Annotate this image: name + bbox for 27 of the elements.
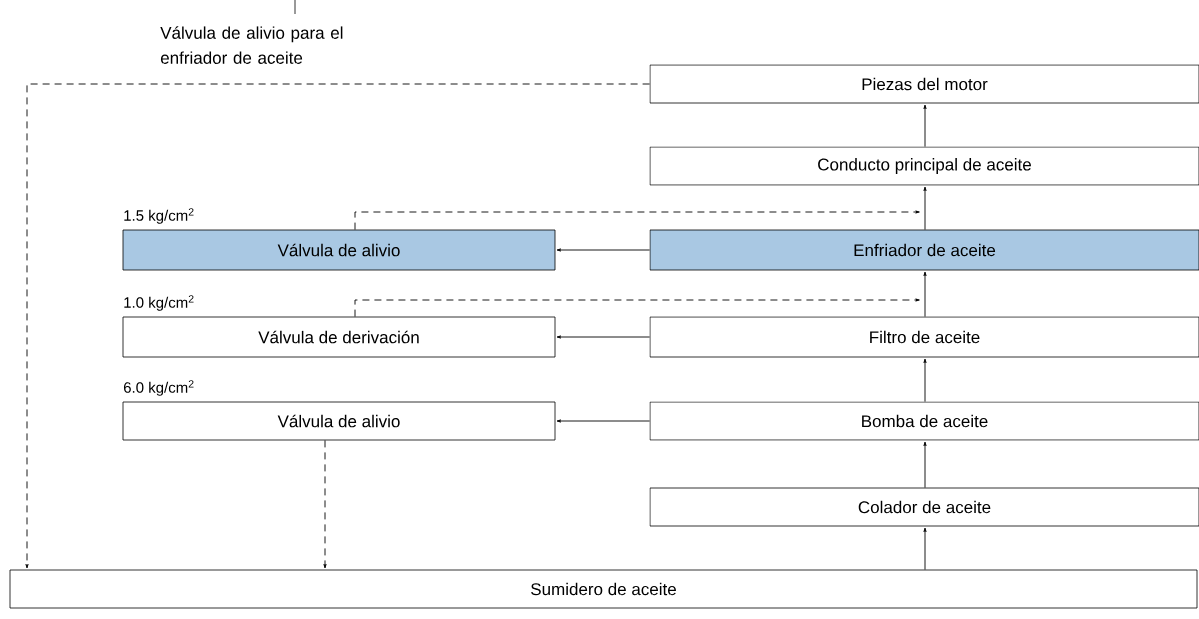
process-box: Sumidero de aceite [9,569,1198,609]
arrow [25,83,651,569]
process-box: Filtro de aceite [649,316,1199,358]
arrow [923,104,927,148]
pressure-label: 1.5 kg/cm$^{2}$ [124,208,194,224]
pressure-label: 1.0 kg/cm$^{2}$ [124,295,194,311]
arrow [923,186,927,231]
process-box: Enfriador de aceite [649,229,1199,271]
process-box: Válvula de alivio [122,229,556,271]
arrow [556,419,651,423]
process-box: Piezas del motor [649,64,1199,104]
arrow [556,248,651,252]
arrow [923,441,927,489]
process-box: Válvula de derivación [122,316,556,358]
process-box: Colador de aceite [649,487,1199,527]
pressure-label: 6.0 kg/cm$^{2}$ [123,380,194,396]
arrow [923,527,927,571]
arrow [923,358,927,403]
process-box: Válvula de alivio [122,401,556,441]
arrow [923,271,927,318]
arrow [323,439,327,569]
process-box: Conducto principal de aceite [649,146,1199,186]
process-box: Bomba de aceite [649,401,1199,441]
arrow [354,210,920,231]
arrow [556,335,651,339]
arrow [354,298,920,318]
callout-text: Válvula de alivio para el enfriador de aceite [160,26,343,64]
